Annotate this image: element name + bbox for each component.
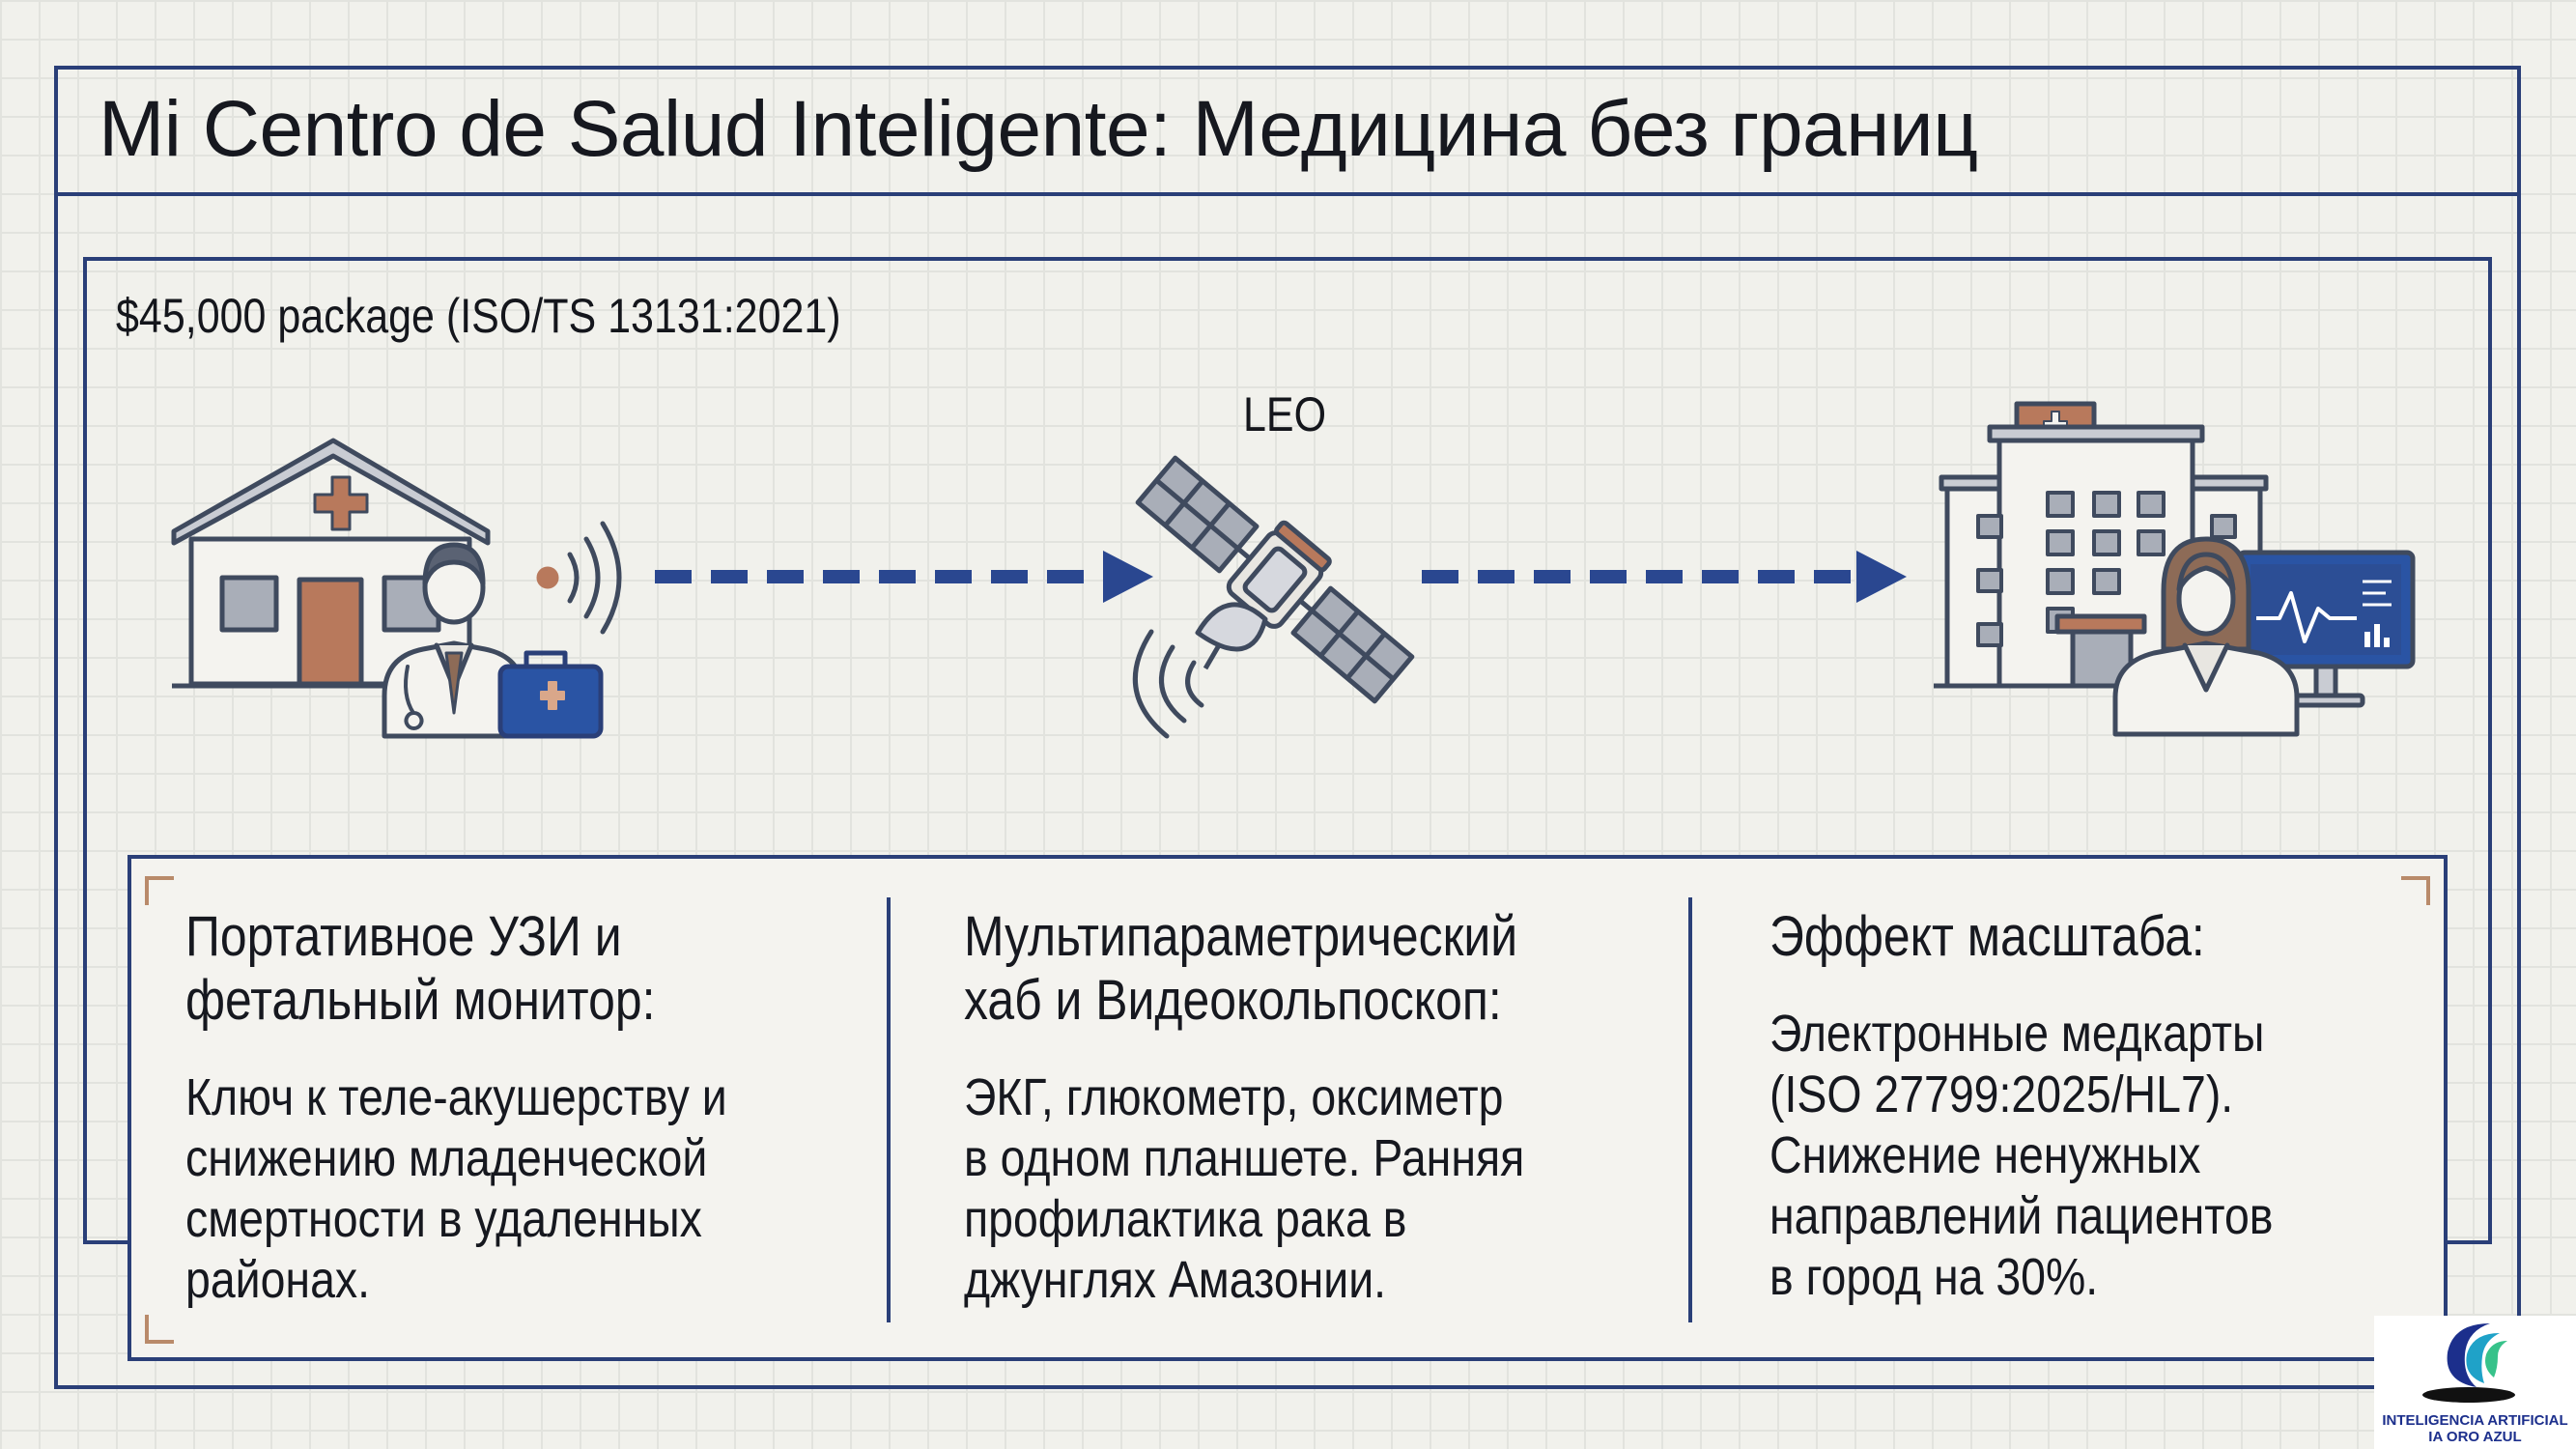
corner-mark [2401, 876, 2430, 905]
column-body: ЭКГ, глюкометр, оксиметр в одном планшет… [964, 1068, 1525, 1309]
column-heading: Мультипараметрический хаб и Видеокольпос… [964, 905, 1518, 1032]
logo-line-2: IA ORO AZUL [2428, 1429, 2522, 1445]
satellite-icon [1135, 455, 1415, 704]
info-column-economy-of-scale: Эффект масштаба: Электронные медкарты (I… [1769, 905, 2407, 1308]
rural-clinic-house-icon [171, 438, 491, 689]
data-flow-arrow-to-hospital [1422, 551, 1907, 603]
title-bar: Mi Centro de Salud Inteligente: Медицина… [54, 66, 2521, 196]
vital-monitor-icon [2236, 550, 2416, 708]
column-body: Электронные медкарты (ISO 27799:2025/HL7… [1769, 1005, 2274, 1306]
data-flow-arrow-to-satellite [655, 551, 1153, 603]
column-divider [887, 897, 891, 1322]
column-divider [1688, 897, 1692, 1322]
satellite-label: LEO [1243, 387, 1327, 441]
logo-line-1: INTELIGENCIA ARTIFICIAL [2382, 1412, 2568, 1429]
satellite-signal-icon [1132, 629, 1204, 739]
info-column-multiparameter-hub: Мультипараметрический хаб и Видеокольпос… [964, 905, 1698, 1311]
brand-logo: INTELIGENCIA ARTIFICIAL IA ORO AZUL [2374, 1316, 2576, 1449]
column-body: Ключ к теле-акушерству и снижению младен… [185, 1068, 727, 1309]
hospital-building-icon [1934, 401, 2270, 689]
corner-mark [145, 876, 174, 905]
doctor-icon [382, 542, 526, 739]
female-doctor-icon [2112, 536, 2300, 737]
corner-mark [145, 1315, 174, 1344]
info-column-ultrasound: Портативное УЗИ и фетальный монитор: Клю… [185, 905, 900, 1311]
package-label: $45,000 package (ISO/TS 13131:2021) [116, 289, 841, 343]
column-heading: Портативное УЗИ и фетальный монитор: [185, 905, 656, 1032]
info-panel: Портативное УЗИ и фетальный монитор: Клю… [127, 855, 2448, 1361]
logo-swirl-icon [2422, 1323, 2515, 1403]
outer-frame [54, 66, 2521, 1389]
page-title: Mi Centro de Salud Inteligente: Медицина… [99, 84, 1978, 173]
wireless-signal-icon [536, 521, 622, 635]
medical-kit-icon [497, 650, 604, 739]
column-heading: Эффект масштаба: [1769, 905, 2205, 968]
